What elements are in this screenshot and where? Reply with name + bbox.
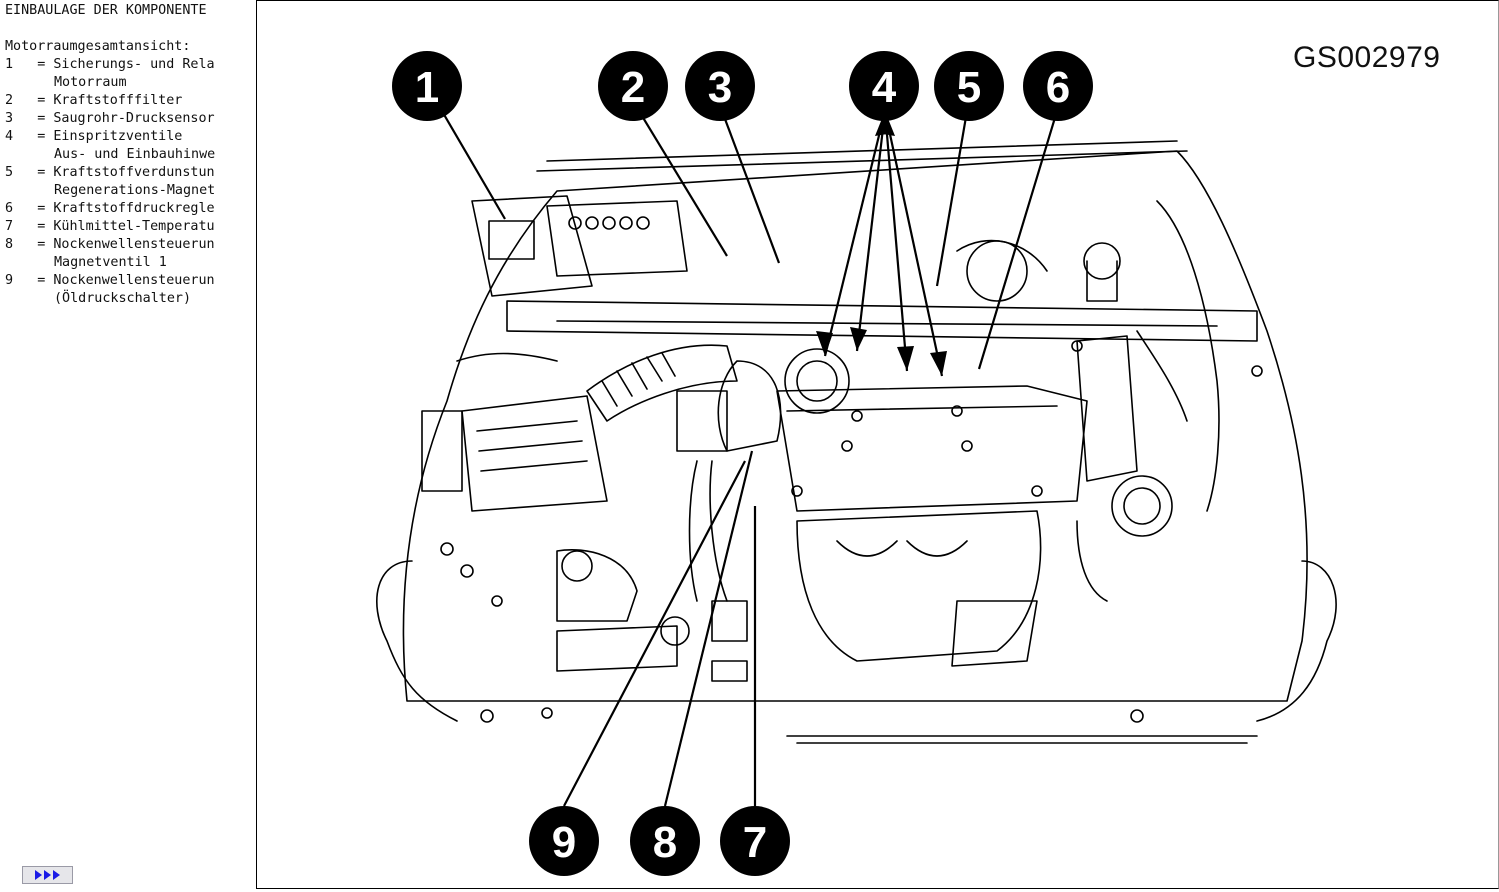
svg-text:2: 2 [621, 63, 645, 112]
callout-7: 7 [720, 806, 790, 876]
svg-text:5: 5 [957, 63, 981, 112]
svg-text:1: 1 [415, 63, 439, 112]
triple-arrow-right-icon [34, 870, 60, 880]
leader-arrowheads [816, 111, 947, 376]
figure-code: GS002979 [1293, 41, 1441, 74]
legend-list: 1 = Sicherungs- und Rela Motorraum 2 = K… [5, 56, 215, 308]
svg-text:8: 8 [653, 818, 677, 867]
legend-item: 8 = Nockenwellensteuerun [5, 237, 215, 252]
callout-2: 2 [598, 51, 668, 121]
intake-manifold [796, 510, 1042, 662]
legend-item: 7 = Kühlmittel-Temperatu [5, 219, 215, 234]
callout-4: 4 [849, 51, 919, 121]
air-filter-box [461, 395, 608, 512]
legend-item: 5 = Kraftstoffverdunstun [5, 165, 215, 180]
callout-markers: 1 2 3 4 5 6 9 [392, 51, 1093, 876]
document-title: EINBAULAGE DER KOMPONENTE [5, 3, 207, 18]
legend-item: 2 = Kraftstofffilter [5, 93, 183, 108]
legend-pane: EINBAULAGE DER KOMPONENTE Motorraumgesam… [0, 0, 256, 892]
strut-brace [506, 300, 1258, 342]
fuse-box [471, 195, 593, 297]
callout-5: 5 [934, 51, 1004, 121]
callout-3: 3 [685, 51, 755, 121]
next-page-button[interactable] [22, 866, 73, 884]
engine-bay-diagram: 1 2 3 4 5 6 9 [376, 51, 1337, 876]
intake-hose [586, 344, 738, 422]
legend-header: Motorraumgesamtansicht: [5, 39, 191, 54]
legend-item: (Öldruckschalter) [54, 291, 192, 306]
callout-8: 8 [630, 806, 700, 876]
leader-lines [438, 105, 1059, 807]
valve-cover [776, 385, 1088, 512]
callout-9: 9 [529, 806, 599, 876]
legend-item: 9 = Nockenwellensteuerun [5, 273, 215, 288]
svg-text:9: 9 [552, 818, 576, 867]
legend-item: Aus- und Einbauhinwe [54, 147, 216, 162]
svg-text:3: 3 [708, 63, 732, 112]
legend-item: 3 = Saugrohr-Drucksensor [5, 111, 215, 126]
legend-item: 4 = Einspritzventile [5, 129, 183, 144]
figure-pane: GS002979 [256, 0, 1499, 889]
svg-text:7: 7 [743, 818, 767, 867]
legend-item: 1 = Sicherungs- und Rela [5, 57, 215, 72]
legend-item: Regenerations-Magnet [54, 183, 216, 198]
svg-text:4: 4 [872, 63, 897, 112]
legend-item: Magnetventil 1 [54, 255, 167, 270]
callout-6: 6 [1023, 51, 1093, 121]
callout-1: 1 [392, 51, 462, 121]
legend-item: Motorraum [54, 75, 127, 90]
svg-text:6: 6 [1046, 63, 1070, 112]
legend-item: 6 = Kraftstoffdruckregle [5, 201, 215, 216]
